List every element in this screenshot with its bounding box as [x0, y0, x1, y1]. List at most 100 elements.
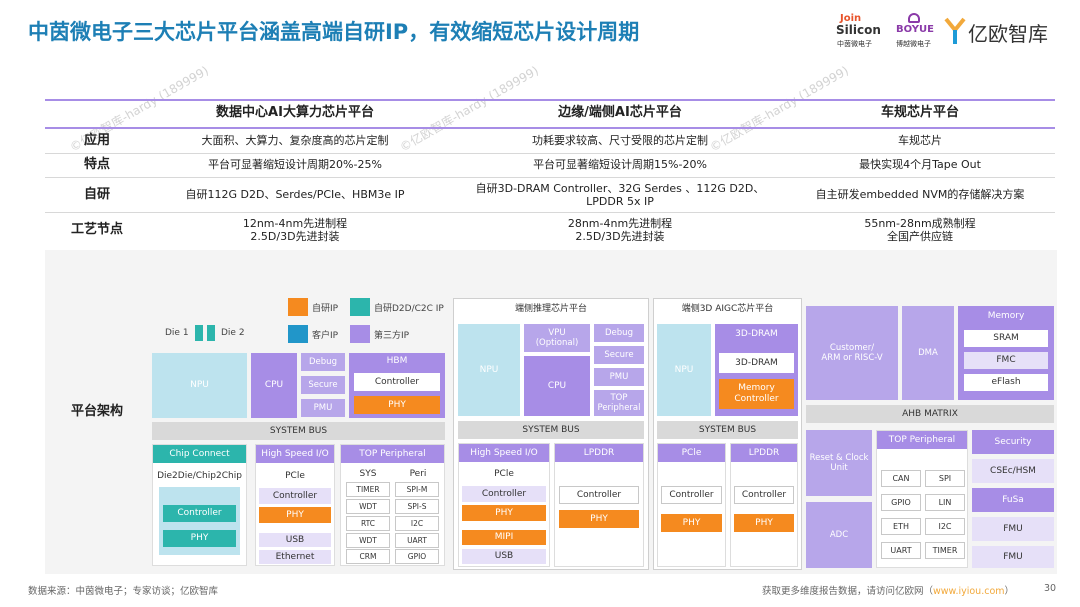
auto-periph-item: UART: [881, 542, 921, 559]
dc-hbm-phy: PHY: [354, 396, 440, 414]
footer-link[interactable]: www.iyiou.com: [933, 586, 1005, 597]
edge1-mipi-block: MIPI: [462, 530, 546, 545]
edge1-lpddr-header: LPDDR: [555, 444, 643, 462]
edge1-cpu-block: CPU: [524, 356, 590, 416]
dc-high-speed-io-header: High Speed I/O: [256, 445, 334, 463]
table-cell: 大面积、大算力、复杂度高的芯片定制: [201, 134, 389, 148]
row-label: 特点: [83, 157, 110, 173]
edge2-dram-block: 3D-DRAM: [719, 353, 794, 373]
legend: 自研IP 自研D2D/C2C IP 客户IP 第三方IP: [288, 298, 448, 346]
dc-chip-connect-header: Chip Connect: [153, 445, 246, 463]
table-top-border: [45, 99, 1055, 101]
footer-more-info: 获取更多维度报告数据，请访问亿欧网（www.iyiou.com）: [762, 583, 1014, 597]
edge1-top-peripheral-block: TOP Peripheral: [594, 390, 644, 416]
dc-secure-block: Secure: [301, 376, 345, 394]
column-header-datacenter: 数据中心AI大算力芯片平台: [216, 105, 374, 121]
legend-swatch-self-ip: [288, 298, 308, 316]
page-number: 30: [1044, 583, 1057, 594]
dc-system-bus: SYSTEM BUS: [152, 422, 445, 440]
table-cell: 28nm-4nm先进制程 2.5D/3D先进封装: [567, 216, 673, 243]
dc-top-peripheral-box: TOP Peripheral SYS Peri TIMER WDT RTC WD…: [340, 444, 445, 566]
auto-adc-block: ADC: [806, 502, 872, 568]
dc-pcie-controller: Controller: [259, 488, 331, 504]
boyue-logo: BOYUE 博越微电子: [891, 13, 939, 49]
edge1-npu-block: NPU: [458, 324, 520, 416]
dc-sys-title: SYS: [359, 468, 377, 479]
table-cell: 车规芯片: [898, 134, 942, 148]
table-cell: 最快实现4个月Tape Out: [859, 158, 981, 172]
dc-peri-item: SPI-S: [395, 499, 439, 514]
auto-fusa-block: FuSa: [972, 488, 1054, 512]
column-header-edge: 边缘/端侧AI芯片平台: [558, 105, 682, 121]
dc-hbm-controller: Controller: [354, 373, 440, 391]
table-cell: 自研112G D2D、Serdes/PCIe、HBM3e IP: [185, 188, 405, 202]
footer-source: 数据来源：中茵微电子；专家访谈；亿欧智库: [28, 586, 219, 597]
auto-reset-clock-block: Reset & Clock Unit: [806, 430, 872, 496]
edge2-lpddr-phy: PHY: [734, 514, 794, 532]
auto-periph-item: I2C: [925, 518, 965, 535]
legend-label: 第三方IP: [374, 331, 410, 341]
auto-fmc-block: FMC: [964, 352, 1048, 369]
edge2-pcie-box: PCle Controller PHY: [657, 443, 726, 567]
auto-periph-item: ETH: [881, 518, 921, 535]
auto-fmu-block: FMU: [972, 546, 1054, 568]
logo-sub: 中茵微电子: [837, 40, 872, 48]
row-divider: [45, 212, 1055, 213]
legend-label: 自研D2D/C2C IP: [374, 304, 444, 314]
table-cell: 平台可显著缩短设计周期15%-20%: [533, 158, 707, 172]
edge1-lpddr-phy: PHY: [559, 510, 639, 528]
table-cell: 功耗要求较高、尺寸受限的芯片定制: [532, 134, 708, 148]
logo-word-boyue: BOYUE: [896, 24, 934, 35]
edge2-pcie-controller: Controller: [661, 486, 722, 504]
row-divider: [45, 153, 1055, 154]
auto-fmu-block: FMU: [972, 517, 1054, 541]
auto-periph-item: LIN: [925, 494, 965, 511]
dc-d2d-phy: PHY: [163, 530, 236, 547]
edge2-memory-controller: Memory Controller: [719, 379, 794, 409]
dc-sys-item: WDT: [346, 499, 390, 514]
auto-security-block: Security: [972, 430, 1054, 454]
edge1-usb-block: USB: [462, 549, 546, 564]
footer-more-suffix: ）: [1004, 586, 1015, 597]
die1-label: Die 1: [165, 328, 189, 338]
auto-memory-box: Memory SRAM FMC eFlash: [958, 306, 1054, 400]
dc-sys-item: TIMER: [346, 482, 390, 497]
auto-periph-item: TIMER: [925, 542, 965, 559]
dc-high-speed-io-box: High Speed I/O PCle Controller PHY USB E…: [255, 444, 335, 566]
legend-swatch-customer-ip: [288, 325, 308, 343]
die2-block: [207, 325, 215, 341]
row-label: 自研: [83, 187, 110, 203]
dc-pcie-label: PCle: [285, 470, 305, 481]
logo-word-join: Join: [840, 13, 862, 24]
auto-periph-item: SPI: [925, 470, 965, 487]
edge1-high-speed-io-header: High Speed I/O: [459, 444, 549, 462]
die1-block: [195, 325, 203, 341]
table-cell: 12nm-4nm先进制程 2.5D/3D先进封装: [242, 216, 348, 243]
edge2-dram-label: 3D-DRAM: [735, 328, 778, 339]
edge-inference-title: 端侧推理芯片平台: [514, 303, 587, 314]
dc-peri-item: SPI-M: [395, 482, 439, 497]
dc-hbm-label: HBM: [386, 356, 408, 367]
yiou-logo: 亿欧智库: [944, 14, 1064, 48]
edge2-pcie-phy: PHY: [661, 514, 722, 532]
auto-top-peripheral-box: TOP Peripheral CAN SPI GPIO LIN ETH I2C …: [876, 430, 968, 568]
dc-peri-item: UART: [395, 533, 439, 548]
dc-debug-block: Debug: [301, 353, 345, 371]
dc-chip-connect-box: Chip Connect Die2Die/Chip2Chip Controlle…: [152, 444, 247, 566]
dc-die2die-label: Die2Die/Chip2Chip: [157, 470, 242, 481]
logo-word-silicon: Silicon: [836, 23, 881, 37]
column-header-auto: 车规芯片平台: [880, 105, 959, 121]
die-legend: Die 1 Die 2: [165, 325, 255, 343]
dc-peri-title: Peri: [409, 468, 427, 479]
joinsilicon-logo: Join Silicon 中茵微电子: [834, 13, 882, 49]
auto-dma-block: DMA: [902, 306, 954, 400]
auto-memory-label: Memory: [987, 310, 1025, 321]
dc-die2die-box: Controller PHY: [159, 487, 240, 555]
legend-swatch-third-party-ip: [350, 325, 370, 343]
edge2-system-bus: SYSTEM BUS: [657, 421, 798, 439]
header-bottom-border: [45, 127, 1055, 129]
row-label: 平台架构: [70, 404, 123, 420]
edge1-lpddr-box: LPDDR Controller PHY: [554, 443, 644, 567]
legend-label: 自研IP: [312, 304, 339, 314]
auto-top-peripheral-header: TOP Peripheral: [877, 431, 967, 449]
